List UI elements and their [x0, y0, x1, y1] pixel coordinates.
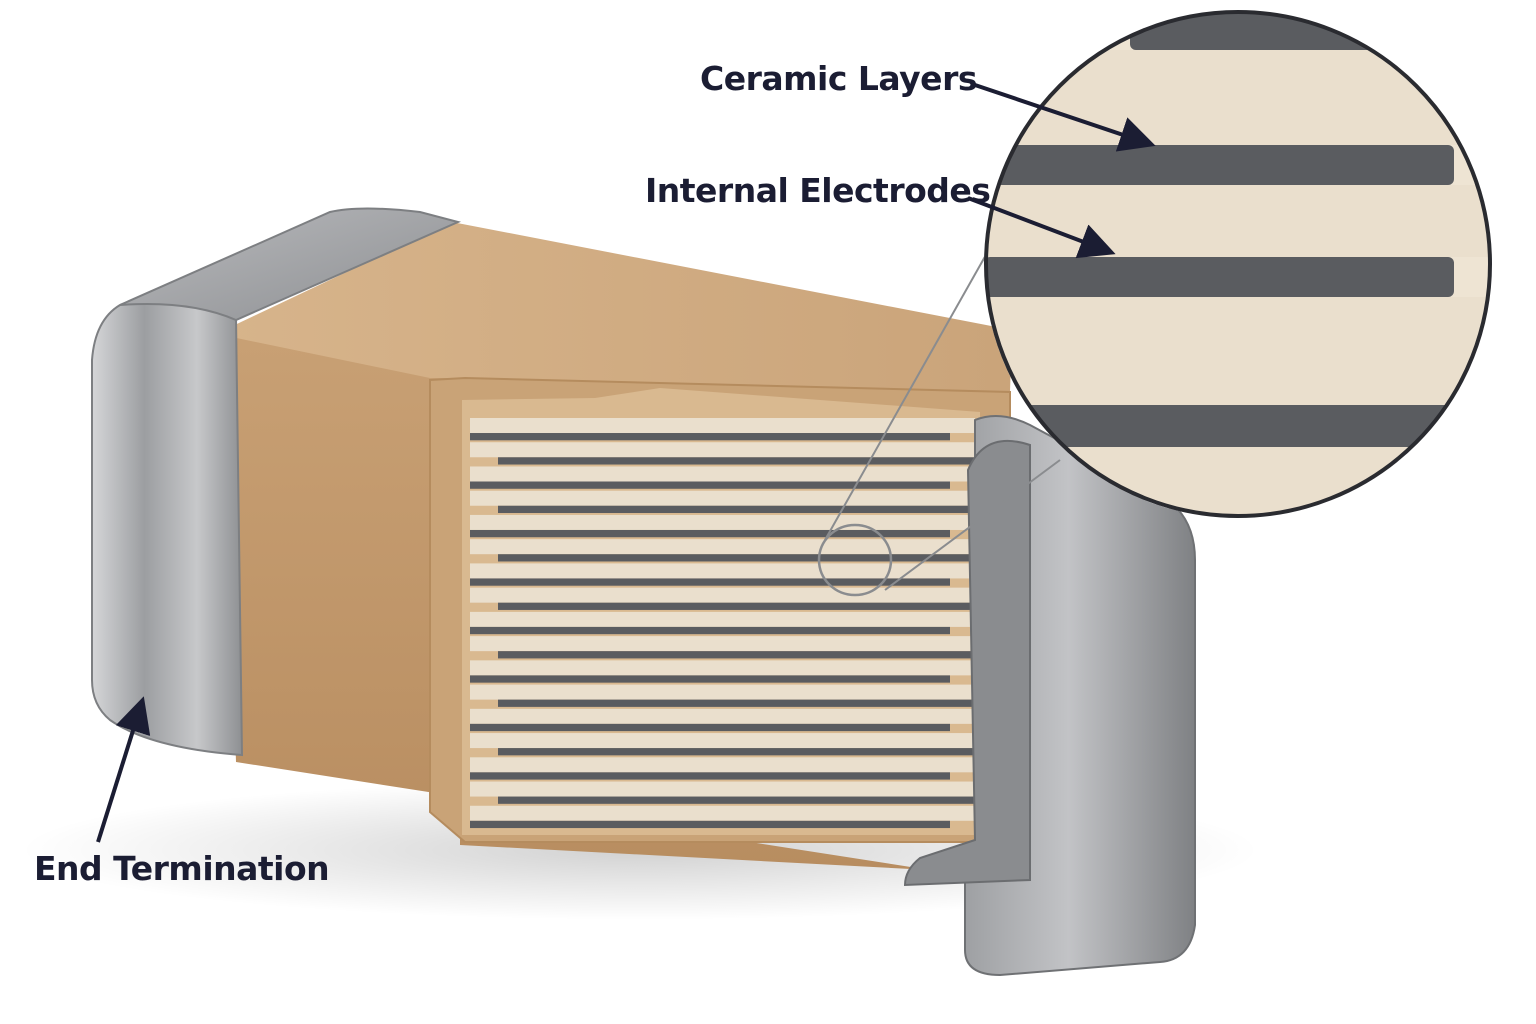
right-termination-lip: [903, 439, 1031, 887]
end-termination-arrow: [96, 696, 151, 843]
ceramic-layer: [470, 781, 975, 797]
ceramic-layer: [470, 684, 975, 700]
internal-electrode: [470, 675, 950, 683]
ceramic-layer: [470, 636, 975, 652]
zoom-ceramic-layer: [986, 185, 1490, 257]
end-termination-label: End Termination: [34, 849, 330, 888]
ceramic-layer: [470, 757, 975, 773]
magnifier-line-upper: [824, 229, 1001, 541]
ceramic-layer: [470, 708, 975, 724]
internal-electrode: [470, 578, 950, 586]
zoom-internal-electrode: [986, 405, 1454, 447]
ceramic-layer: [470, 514, 975, 530]
internal-electrode: [470, 433, 950, 441]
ceramic-layer: [470, 490, 975, 506]
body-front-face: [222, 335, 930, 870]
internal-electrode: [470, 626, 950, 635]
internal-electrode: [498, 505, 978, 514]
internal-electrode: [470, 723, 950, 732]
left-termination-top: [119, 207, 462, 322]
zoom-ceramic-layer: [986, 297, 1490, 405]
ceramic-layer: [470, 611, 975, 627]
ceramic-layer: [470, 539, 975, 555]
zoom-circle: [984, 10, 1492, 518]
internal-electrodes-label: Internal Electrodes: [645, 171, 991, 210]
ceramic-layer: [470, 733, 975, 749]
internal-electrode: [470, 772, 950, 780]
zoom-internal-electrode: [986, 145, 1454, 185]
ceramic-layer: [470, 587, 975, 603]
ceramic-layer: [470, 466, 975, 482]
internal-electrode: [498, 457, 978, 465]
ceramic-layer: [470, 563, 975, 579]
internal-layer-stack: [470, 418, 978, 829]
ceramic-layers-arrow: [971, 82, 1156, 152]
zoom-internal-electrode: [986, 257, 1454, 297]
magnifier-line-lower: [884, 459, 1061, 591]
left-end-termination: [91, 295, 244, 757]
internal-electrode: [498, 602, 978, 610]
ceramic-layers-label: Ceramic Layers: [700, 59, 977, 98]
internal-electrode: [470, 481, 950, 489]
internal-electrode: [470, 529, 950, 538]
magnifier-small-circle: [817, 523, 893, 597]
internal-electrode: [498, 554, 978, 562]
ceramic-layer: [470, 660, 975, 676]
internal-electrode: [498, 796, 978, 804]
body-top-face: [220, 222, 1012, 392]
internal-electrode: [470, 820, 950, 829]
internal-electrode: [498, 748, 978, 756]
ceramic-layer: [470, 418, 975, 434]
internal-electrodes-arrow: [967, 196, 1116, 259]
internal-electrode: [498, 651, 978, 659]
ceramic-layer: [470, 805, 975, 821]
zoom-ceramic-layer: [986, 50, 1490, 145]
internal-electrode: [498, 699, 978, 707]
ceramic-layer: [470, 442, 975, 458]
